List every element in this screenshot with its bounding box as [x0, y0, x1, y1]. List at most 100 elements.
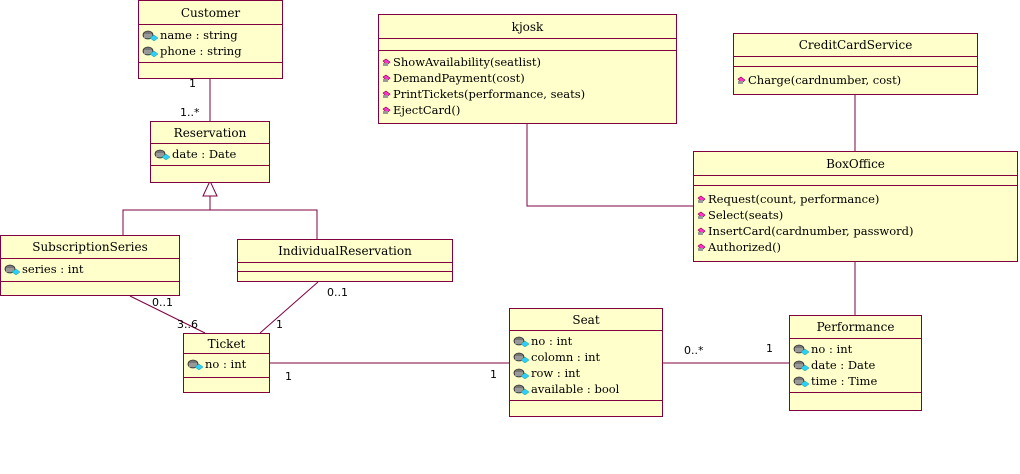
attribute-text: row : int: [531, 366, 581, 380]
attribute-icon: [142, 30, 159, 41]
operations-section: [184, 378, 269, 392]
generalization-arrowhead: [202, 179, 218, 197]
attribute-row: time : Time: [793, 373, 918, 389]
operation-text: Request(count, performance): [708, 192, 880, 206]
operation-text: InsertCard(cardnumber, password): [708, 224, 914, 238]
attribute-text: no : int: [531, 334, 573, 348]
attributes-section: [734, 57, 977, 67]
class-name: SubscriptionSeries: [1, 236, 179, 259]
multiplicity-seat-performance: 0..*: [684, 344, 704, 357]
attribute-icon: [187, 359, 204, 370]
operations-section: ShowAvailability(seatlist) DemandPayment…: [379, 51, 676, 123]
attribute-icon: [154, 149, 171, 160]
attribute-text: no : int: [205, 357, 247, 371]
class-name: kjosk: [379, 15, 676, 39]
operation-row: ShowAvailability(seatlist): [382, 54, 673, 70]
class-individual-reservation[interactable]: IndividualReservation: [237, 239, 453, 282]
subscription-ticket-link: [129, 295, 206, 334]
operations-section: [151, 166, 269, 182]
class-name: Ticket: [184, 334, 269, 354]
attribute-icon: [4, 264, 21, 275]
operation-text: Charge(cardnumber, cost): [748, 73, 902, 87]
operation-row: Charge(cardnumber, cost): [737, 72, 974, 88]
operation-row: Request(count, performance): [697, 191, 1014, 207]
operation-text: DemandPayment(cost): [393, 71, 525, 85]
operation-row: DemandPayment(cost): [382, 70, 673, 86]
operation-row: PrintTickets(performance, seats): [382, 86, 673, 102]
class-name: BoxOffice: [694, 152, 1017, 176]
attribute-icon: [793, 360, 810, 371]
attribute-text: time : Time: [811, 374, 878, 388]
operation-icon: [697, 211, 706, 219]
attribute-row: no : int: [793, 341, 918, 357]
attribute-row: date : Date: [154, 146, 266, 162]
attributes-section: no : int date : Date time : Time: [790, 339, 921, 393]
attributes-section: no : int: [184, 354, 269, 378]
operation-row: Authorized(): [697, 239, 1014, 255]
operations-section: [238, 272, 452, 281]
multiplicity-customer: 1: [189, 77, 196, 90]
multiplicity-ticket-seat: 1: [285, 370, 292, 383]
attribute-text: available : bool: [531, 382, 620, 396]
attribute-row: date : Date: [793, 357, 918, 373]
attribute-row: phone : string: [142, 43, 279, 59]
attributes-section: name : string phone : string: [139, 25, 282, 63]
attributes-section: [694, 176, 1017, 186]
attribute-icon: [793, 376, 810, 387]
class-ticket[interactable]: Ticket no : int: [183, 333, 270, 393]
attribute-text: series : int: [22, 262, 84, 276]
operation-icon: [697, 227, 706, 235]
attributes-section: [379, 39, 676, 51]
attribute-row: available : bool: [513, 381, 659, 397]
class-seat[interactable]: Seat no : int colomn : int row : int ava…: [509, 308, 663, 417]
attribute-text: date : Date: [172, 147, 237, 161]
multiplicity-seat-ticket: 1: [490, 368, 497, 381]
class-customer[interactable]: Customer name : string phone : string: [138, 0, 283, 79]
attributes-section: series : int: [1, 259, 179, 282]
class-subscription-series[interactable]: SubscriptionSeries series : int: [0, 235, 180, 296]
operation-icon: [382, 90, 391, 98]
class-name: Reservation: [151, 122, 269, 144]
attributes-section: [238, 263, 452, 272]
class-name: Seat: [510, 309, 662, 331]
class-performance[interactable]: Performance no : int date : Date time : …: [789, 315, 922, 411]
multiplicity-individual: 0..1: [327, 286, 348, 299]
multiplicity-ticket-individual: 1: [276, 318, 283, 331]
attribute-row: row : int: [513, 365, 659, 381]
attribute-text: phone : string: [160, 44, 242, 58]
attribute-row: no : int: [187, 356, 266, 372]
class-name: IndividualReservation: [238, 240, 452, 263]
attribute-icon: [142, 46, 159, 57]
operations-section: Request(count, performance) Select(seats…: [694, 186, 1017, 261]
attribute-icon: [513, 384, 530, 395]
attribute-icon: [793, 344, 810, 355]
class-box-office[interactable]: BoxOffice Request(count, performance) Se…: [693, 151, 1018, 262]
operations-section: [1, 282, 179, 295]
kiosk-boxoffice-link: [526, 124, 693, 207]
operation-icon: [697, 243, 706, 251]
operations-section: Charge(cardnumber, cost): [734, 67, 977, 94]
operation-icon: [382, 58, 391, 66]
attribute-text: no : int: [811, 342, 853, 356]
operation-text: Select(seats): [708, 208, 784, 222]
operation-row: InsertCard(cardnumber, password): [697, 223, 1014, 239]
attribute-row: series : int: [4, 261, 176, 277]
class-reservation[interactable]: Reservation date : Date: [150, 121, 270, 183]
class-credit-card-service[interactable]: CreditCardService Charge(cardnumber, cos…: [733, 33, 978, 95]
operations-section: [139, 63, 282, 78]
attribute-icon: [513, 352, 530, 363]
class-kiosk[interactable]: kjosk ShowAvailability(seatlist) DemandP…: [378, 14, 677, 124]
operation-text: Authorized(): [708, 240, 782, 254]
attributes-section: no : int colomn : int row : int availabl…: [510, 331, 662, 401]
operations-section: [510, 401, 662, 416]
operation-text: ShowAvailability(seatlist): [393, 55, 542, 69]
multiplicity-subscription: 0..1: [152, 296, 173, 309]
operation-text: EjectCard(): [393, 103, 461, 117]
individual-ticket-link: [259, 281, 319, 334]
attribute-text: name : string: [160, 28, 238, 42]
operation-icon: [382, 106, 391, 114]
multiplicity-performance: 1: [766, 342, 773, 355]
attributes-section: date : Date: [151, 144, 269, 166]
